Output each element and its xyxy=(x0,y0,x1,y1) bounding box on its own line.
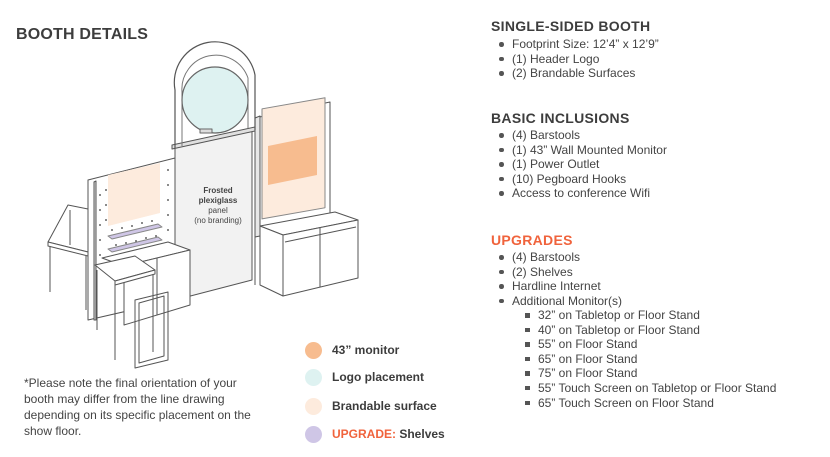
monitor-area xyxy=(268,136,317,185)
basic-inclusions-list: (4) Barstools (1) 43” Wall Mounted Monit… xyxy=(498,128,667,201)
list-item: (4) Barstools xyxy=(498,128,667,143)
upgrades-list: (4) Barstools (2) Shelves Hardline Inter… xyxy=(498,250,622,308)
legend-shelves-text: Shelves xyxy=(396,427,445,441)
list-item: 65” on Floor Stand xyxy=(524,352,776,367)
legend-item-brandable: Brandable surface xyxy=(305,396,437,416)
panel-label-line-1: Frosted xyxy=(203,186,232,195)
list-item: 55” on Floor Stand xyxy=(524,337,776,352)
list-item: (10) Pegboard Hooks xyxy=(498,172,667,187)
logo-placement xyxy=(181,66,249,134)
booth-drawing: Frosted plexiglass panel (no branding) xyxy=(47,41,359,369)
list-item: (1) Power Outlet xyxy=(498,157,667,172)
shelf-lower xyxy=(107,236,163,253)
monitor-options-list: 32” on Tabletop or Floor Stand 40” on Ta… xyxy=(524,308,776,410)
legend-swatch-monitor xyxy=(305,341,322,359)
shelf-upper xyxy=(107,223,163,240)
list-item: (2) Shelves xyxy=(498,265,622,280)
upgrades-title: UPGRADES xyxy=(491,232,573,248)
legend-item-monitor: 43” monitor xyxy=(305,340,399,360)
list-item: 32” on Tabletop or Floor Stand xyxy=(524,308,776,323)
legend-label-monitor: 43” monitor xyxy=(332,343,400,357)
legend-label-logo: Logo placement xyxy=(332,370,425,384)
legend-swatch-shelves xyxy=(305,425,322,443)
list-item: 65” Touch Screen on Floor Stand xyxy=(524,396,776,411)
list-item: 75” on Floor Stand xyxy=(524,366,776,381)
orientation-note: *Please note the final orientation of yo… xyxy=(24,376,251,438)
panel-label-line-3: panel xyxy=(208,206,228,215)
list-item: (1) 43” Wall Mounted Monitor xyxy=(498,143,667,158)
list-item: Access to conference Wifi xyxy=(498,186,667,201)
list-item: 55” Touch Screen on Tabletop or Floor St… xyxy=(524,381,776,396)
single-sided-title: SINGLE-SIDED BOOTH xyxy=(491,18,651,34)
legend-item-shelves: UPGRADE: Shelves xyxy=(305,424,445,444)
legend-item-logo: Logo placement xyxy=(305,367,424,387)
page-title: BOOTH DETAILS xyxy=(16,26,149,43)
list-item: (4) Barstools xyxy=(498,250,622,265)
single-sided-list: Footprint Size: 12’4” x 12’9” (1) Header… xyxy=(498,37,659,81)
panel-label-line-4: (no branding) xyxy=(194,216,242,225)
legend-upgrade-tag: UPGRADE: xyxy=(332,427,397,441)
list-item: Additional Monitor(s) xyxy=(498,294,622,309)
legend-label-brandable: Brandable surface xyxy=(332,399,437,413)
list-item: Footprint Size: 12’4” x 12’9” xyxy=(498,37,659,52)
panel-label-line-2: plexiglass xyxy=(199,196,238,205)
list-item: 40” on Tabletop or Floor Stand xyxy=(524,323,776,338)
list-item: Hardline Internet xyxy=(498,279,622,294)
legend-swatch-logo xyxy=(305,368,322,386)
legend-label-shelves: UPGRADE: Shelves xyxy=(332,427,445,441)
list-item: (2) Brandable Surfaces xyxy=(498,66,659,81)
basic-inclusions-title: BASIC INCLUSIONS xyxy=(491,110,630,126)
brandable-surface-left xyxy=(108,163,160,226)
list-item: (1) Header Logo xyxy=(498,52,659,67)
legend-swatch-brandable xyxy=(305,397,322,415)
